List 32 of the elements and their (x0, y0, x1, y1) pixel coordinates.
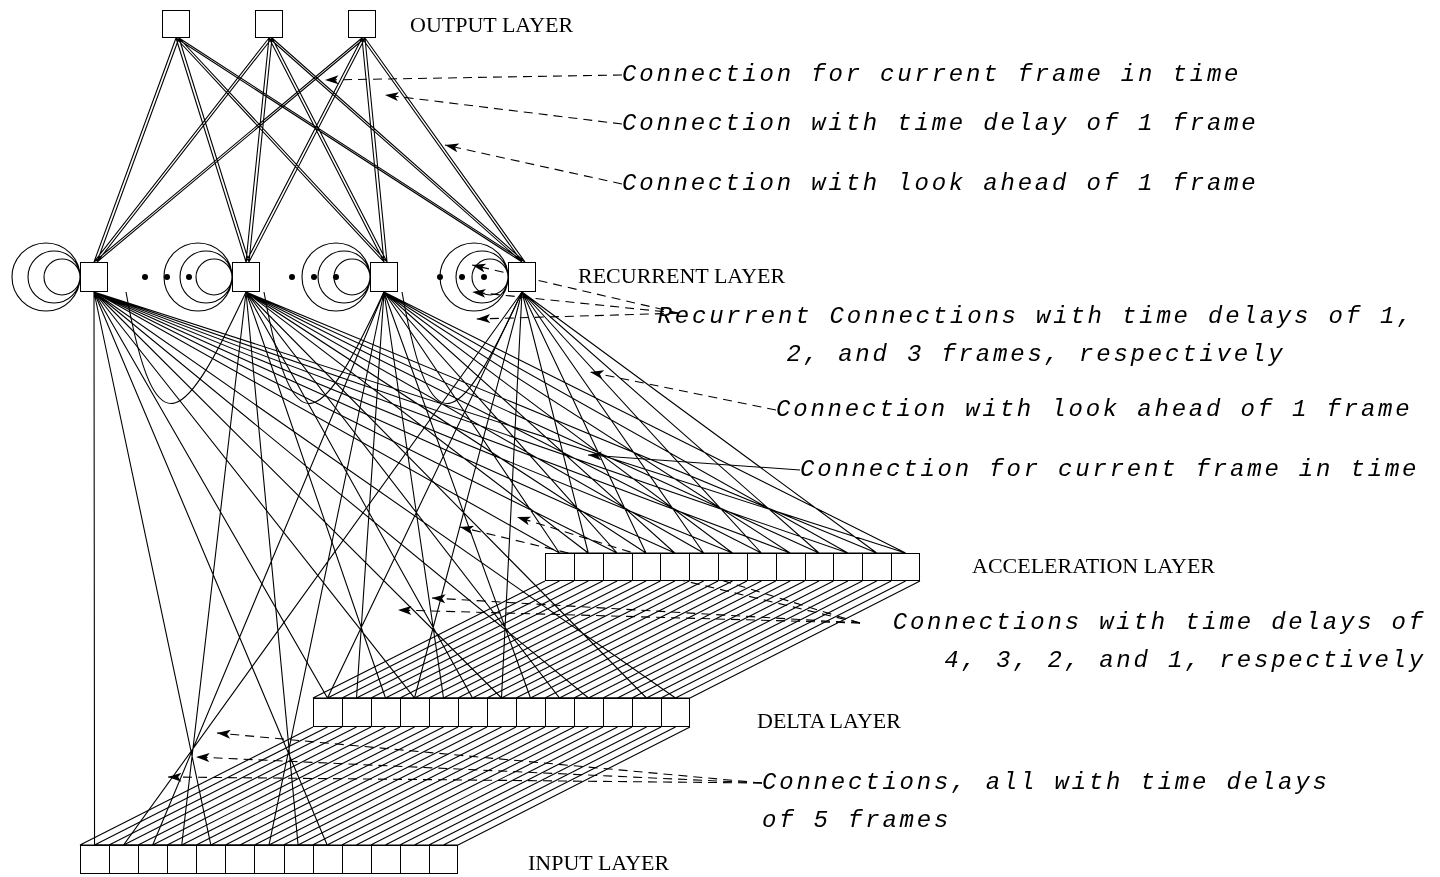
annotation-text: Connections with time delays of 4, 3, 2, and 1, respectively (860, 604, 1426, 680)
leader-arrow (589, 370, 777, 411)
connection-lines (93, 291, 907, 554)
layer-label: RECURRENT LAYER (578, 263, 786, 289)
annotation-text: Connection with look ahead of 1 frame (622, 165, 1292, 203)
layer-label: OUTPUT LAYER (410, 12, 574, 38)
leader-arrow (384, 92, 623, 125)
layer-units (80, 262, 536, 292)
leader-arrow (587, 451, 801, 471)
annotation-text: Connection with time delay of 1 frame (622, 105, 1282, 143)
leader-arrow (471, 288, 680, 314)
layer-label: ACCELERATION LAYER (972, 553, 1216, 579)
leader-arrow (324, 74, 623, 85)
layer-label: INPUT LAYER (528, 850, 670, 876)
neuron-array (313, 698, 690, 727)
connection-lines (79, 726, 691, 846)
leader-arrow (397, 605, 861, 624)
layer-units (162, 10, 376, 38)
layer-label: DELTA LAYER (757, 708, 901, 734)
leader-arrow (167, 772, 763, 784)
annotation-text: Recurrent Connections with time delays of 1, 2, and 3 frames, respectively (656, 298, 1416, 374)
connection-lines (312, 580, 921, 699)
annotation-text: Connections, all with time delays of 5 frames (762, 764, 1362, 840)
annotation-text: Connection for current frame in time (622, 56, 1272, 94)
leader-arrow (476, 312, 680, 324)
neuron-array (80, 845, 458, 874)
annotation-text: Connection for current frame in time (800, 451, 1440, 489)
leader-arrow (444, 143, 623, 185)
connection-lines (93, 291, 523, 846)
connection-lines (93, 37, 526, 263)
annotation-text: Connection with look ahead of 1 frame (776, 391, 1436, 429)
neuron-array (545, 553, 920, 581)
